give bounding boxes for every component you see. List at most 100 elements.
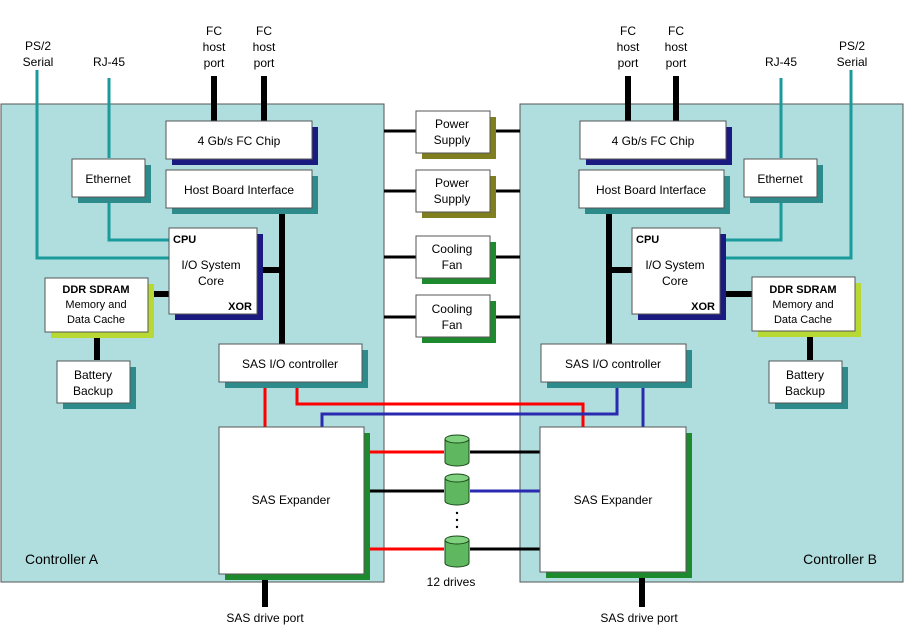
fc-port-a2-line2: host: [253, 40, 276, 54]
sas-expander-b-label: SAS Expander: [574, 493, 653, 507]
rj45-label-b: RJ-45: [765, 55, 797, 69]
xor-label-b: XOR: [691, 301, 715, 313]
cooling-fan-1: Cooling Fan: [415, 235, 496, 284]
ddr-sdram-b: DDR SDRAM Memory and Data Cache: [751, 276, 861, 337]
ddr-sdram-b-line1: Memory and: [772, 299, 833, 311]
ethernet-b: Ethernet: [743, 158, 823, 203]
ps2-label-a-line1: PS/2: [25, 39, 51, 53]
cooling-fan-1-line1: Cooling: [432, 242, 473, 256]
ps2-label-b-line2: Serial: [837, 55, 868, 69]
ethernet-b-label: Ethernet: [757, 172, 803, 186]
io-core-a-line1: I/O System: [181, 258, 240, 272]
cooling-fan-2-line1: Cooling: [432, 302, 473, 316]
cooling-fan-1-box: [415, 235, 491, 279]
controller-b-label: Controller B: [803, 551, 877, 567]
rj45-label-a: RJ-45: [93, 55, 125, 69]
cooling-fan-2-line2: Fan: [442, 318, 463, 332]
sas-io-b-label: SAS I/O controller: [565, 357, 661, 371]
battery-b-box: [768, 360, 843, 404]
battery-b: Battery Backup: [768, 360, 848, 409]
host-board-b: Host Board Interface: [578, 169, 730, 214]
ethernet-a-box: [71, 158, 146, 198]
xor-label-a: XOR: [228, 301, 252, 313]
sas-io-a-box: [218, 343, 363, 383]
power-supply-1-line2: Supply: [434, 133, 471, 147]
ps2-serial-line-b: [722, 70, 853, 260]
ddr-sdram-a: DDR SDRAM Memory and Data Cache: [44, 277, 154, 338]
io-core-b: CPU I/O System Core XOR: [631, 227, 726, 320]
host-board-b-box: [578, 169, 725, 209]
sas-io-b-box: [540, 343, 687, 383]
power-supply-1-box: [415, 110, 491, 154]
ethernet-a: Ethernet: [71, 158, 151, 203]
drive-port-label-a: SAS drive port: [226, 611, 304, 625]
io-core-b-line1: I/O System: [645, 258, 704, 272]
host-board-b-label: Host Board Interface: [596, 183, 706, 197]
drive-3-top: [444, 535, 470, 545]
cpu-label-b: CPU: [636, 234, 659, 246]
ddr-sdram-a-box: [44, 277, 149, 333]
sas-expander-a-label: SAS Expander: [252, 493, 331, 507]
drive-port-label-b: SAS drive port: [600, 611, 678, 625]
io-core-a-line2: Core: [198, 274, 224, 288]
power-supply-2-line1: Power: [435, 176, 469, 190]
fc-port-b1-line2: host: [617, 40, 640, 54]
drive-2-body: [444, 478, 470, 506]
ellipsis-dot-3: [455, 525, 459, 529]
ethernet-a-label: Ethernet: [85, 172, 131, 186]
power-supply-1: Power Supply: [415, 110, 496, 159]
ps2-label-b-line1: PS/2: [839, 39, 865, 53]
fc-port-a1-line3: port: [204, 56, 225, 70]
fc-chip-b-label: 4 Gb/s FC Chip: [612, 134, 695, 148]
fc-chip-a: 4 Gb/s FC Chip: [165, 120, 318, 165]
fc-port-b1-line1: FC: [620, 24, 636, 38]
drive-1-body: [444, 439, 470, 467]
cpu-label-a: CPU: [173, 234, 196, 246]
ddr-sdram-a-line1: Memory and: [65, 299, 126, 311]
sas-expander-b-box: [539, 426, 687, 573]
sas-io-a: SAS I/O controller: [218, 343, 368, 388]
sas-blue-crosslink: [320, 382, 619, 427]
battery-a-line2: Backup: [73, 384, 113, 398]
drive-2-top: [444, 473, 470, 483]
ps2-label-a-line2: Serial: [23, 55, 54, 69]
cooling-fan-2-box: [415, 294, 491, 338]
battery-a: Battery Backup: [56, 360, 136, 409]
fc-chip-b: 4 Gb/s FC Chip: [579, 120, 732, 165]
ddr-sdram-b-box: [751, 276, 856, 332]
sas-io-b: SAS I/O controller: [540, 343, 692, 388]
fc-port-a2-line1: FC: [256, 24, 272, 38]
ddr-sdram-b-title: DDR SDRAM: [769, 284, 836, 296]
sas-expander-b: SAS Expander: [539, 426, 692, 578]
ps2-serial-label-a: PS/2 Serial: [23, 39, 54, 69]
ps2-serial-line-a: [35, 70, 170, 260]
fc-chip-a-box: [165, 120, 313, 160]
ddr-sdram-b-line2: Data Cache: [774, 314, 832, 326]
ps2-serial-label-b: PS/2 Serial: [837, 39, 868, 69]
cooling-fan-1-line2: Fan: [442, 258, 463, 272]
ethernet-cpu-line-a: [107, 198, 170, 242]
drive-icon-1: [444, 434, 470, 467]
fc-port-b1-line3: port: [618, 56, 639, 70]
io-core-a: CPU I/O System Core XOR: [168, 227, 263, 320]
battery-b-line1: Battery: [786, 368, 824, 382]
io-core-a-box: [168, 227, 258, 315]
fc-port-b2-line1: FC: [668, 24, 684, 38]
fc-host-port-label-a1: FC host port: [203, 24, 226, 70]
ethernet-cpu-line-b: [722, 198, 783, 242]
power-supply-2: Power Supply: [415, 169, 496, 218]
drive-icon-2: [444, 473, 470, 506]
fc-port-b2-line2: host: [665, 40, 688, 54]
power-supply-2-line2: Supply: [434, 192, 471, 206]
ddr-sdram-a-title: DDR SDRAM: [62, 284, 129, 296]
io-core-b-line2: Core: [662, 274, 688, 288]
host-board-a: Host Board Interface: [165, 169, 318, 214]
battery-a-line1: Battery: [74, 368, 112, 382]
drives-count-label: 12 drives: [427, 575, 476, 589]
host-board-a-label: Host Board Interface: [184, 183, 294, 197]
fc-port-a2-line3: port: [254, 56, 275, 70]
fc-host-port-label-b2: FC host port: [665, 24, 688, 70]
drive-ellipsis: [455, 511, 459, 529]
io-core-b-box: [631, 227, 721, 315]
